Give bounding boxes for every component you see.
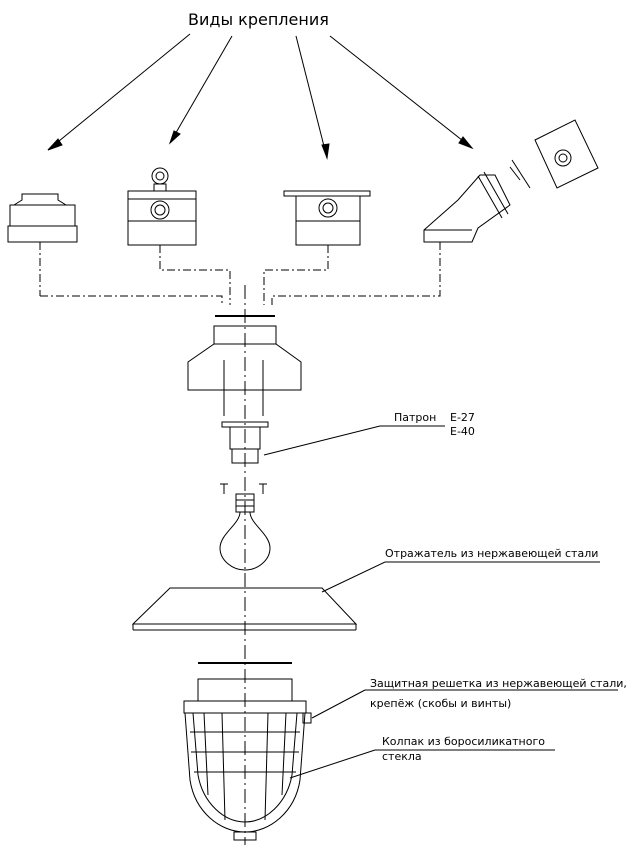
mount-connector [40,296,222,305]
diagram-title: Виды крепления [188,10,329,29]
lamp-bulb [220,494,270,570]
title-arrows [48,34,472,158]
lamp-socket [222,422,445,463]
lamp-housing [188,326,301,416]
socket-variant-e40: E-40 [450,425,475,438]
eye-bolt-mount [128,168,230,305]
angled-bracket-mount [272,120,598,305]
socket-variant-e27: E-27 [450,411,475,424]
flange-plate-mount [264,191,370,305]
grille-and-glass [184,679,618,840]
screws [220,484,267,494]
ceiling-mount [8,194,77,296]
glass-cover-label-line2: стекла [382,750,422,763]
glass-cover-label-line1: Колпак из боросиликатного [382,735,545,748]
grille-label-line1: Защитная решетка из нержавеющей стали, [370,677,627,690]
socket-label: Патрон [394,411,437,424]
grille-label-line2: крепёж (скобы и винты) [370,697,512,710]
reflector [133,562,600,630]
reflector-label: Отражатель из нержавеющей стали [385,547,599,560]
